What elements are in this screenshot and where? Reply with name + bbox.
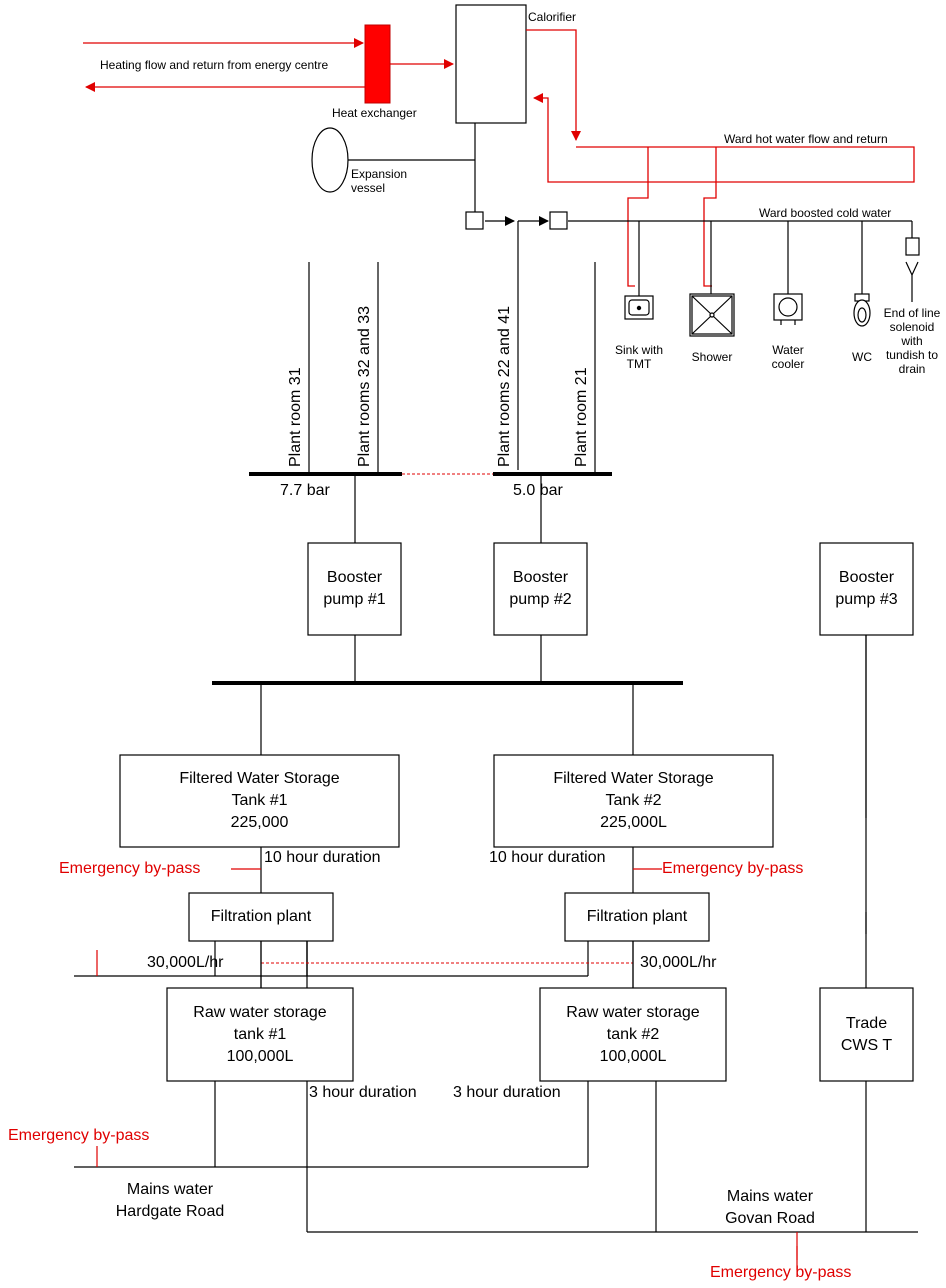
bypass-label-3: Emergency by-pass	[8, 1127, 150, 1144]
filtration-plant-2: Filtration plant	[586, 908, 688, 925]
mains-pipes	[74, 635, 918, 1233]
filtered-tank-2-box	[493, 754, 774, 848]
bypass-label-1: Emergency by-pass	[59, 860, 201, 877]
raw-duration-label-1: 3 hour duration	[309, 1084, 417, 1101]
cold-feed-pipes	[348, 123, 913, 470]
calorifier-label: Calorifier	[528, 10, 577, 24]
calorifier-box	[455, 4, 527, 124]
ward-cold-water-label: Ward boosted cold water	[759, 206, 892, 220]
heat-exchanger	[364, 24, 391, 104]
filtration-2-box	[564, 892, 710, 942]
expansion-vessel	[311, 127, 349, 193]
plant-room-risers	[308, 262, 596, 543]
ward-hot-water-label: Ward hot water flow and return	[724, 132, 888, 146]
plant-rooms-32-33-label: Plant rooms 32 and 33	[356, 306, 373, 467]
duration-label-2: 10 hour duration	[489, 849, 606, 866]
plant-room-21-label: Plant room 21	[573, 367, 590, 467]
heat-exchanger-label: Heat exchanger	[332, 106, 417, 120]
raw-tank-2-box	[539, 987, 727, 1082]
bypass-label-4: Emergency by-pass	[710, 1264, 852, 1281]
filtration-plant-1: Filtration plant	[210, 908, 312, 925]
water-cooler-icon	[773, 293, 803, 325]
duration-label-1: 10 hour duration	[264, 849, 381, 866]
shower-icon	[689, 293, 735, 337]
pressure-left-label: 7.7 bar	[280, 482, 330, 499]
pressure-right-label: 5.0 bar	[513, 482, 563, 499]
shower-label: Shower	[691, 350, 733, 364]
valve-right	[549, 211, 568, 230]
heating-pipes	[83, 38, 454, 92]
plant-rooms-22-41-label: Plant rooms 22 and 41	[496, 306, 513, 467]
ward-hot-water-pipes	[526, 29, 915, 287]
filtered-tank-1-box	[119, 754, 400, 848]
flow-rate-label-1: 30,000L/hr	[147, 954, 224, 971]
bypass-label-2: Emergency by-pass	[662, 860, 804, 877]
raw-tank-1-box	[166, 987, 354, 1082]
mains-bypass-leaders	[96, 1146, 798, 1260]
sink-icon	[624, 295, 654, 320]
trade-cws-box	[819, 987, 914, 1082]
wc-label: WC	[852, 350, 872, 364]
plant-room-31-label: Plant room 31	[287, 367, 304, 467]
raw-duration-label-2: 3 hour duration	[453, 1084, 561, 1101]
valve-left	[465, 211, 484, 230]
filtration-1-box	[188, 892, 334, 942]
wc-icon	[853, 293, 871, 327]
booster-2-box	[493, 542, 588, 636]
heating-flow-label: Heating flow and return from energy cent…	[100, 58, 329, 72]
booster-1-box	[307, 542, 402, 636]
booster-3-box	[819, 542, 914, 636]
flow-rate-label-2: 30,000L/hr	[640, 954, 717, 971]
solenoid-tundish-icon	[905, 237, 920, 302]
